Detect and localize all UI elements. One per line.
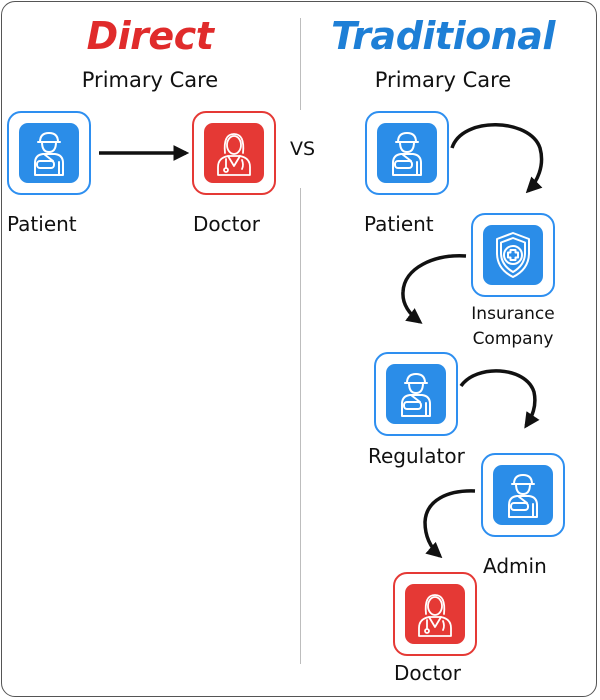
traditional-patient-node (365, 111, 449, 195)
arrow-admin-to-doctor (423, 489, 476, 559)
divider-bottom (300, 188, 301, 664)
traditional-doctor-label: Doctor (394, 661, 461, 685)
insurance-label-line1: Insurance (471, 304, 555, 324)
traditional-subtitle: Primary Care (374, 68, 512, 92)
regulator-node (374, 352, 458, 436)
arrow-insurance-to-regulator (401, 254, 467, 324)
regulator-label: Regulator (368, 444, 465, 468)
direct-doctor-label: Doctor (193, 212, 260, 236)
direct-title: Direct (86, 14, 214, 58)
divider-top (300, 18, 301, 110)
insurance-company-node (471, 213, 555, 297)
insurance-label-line2: Company (472, 329, 554, 349)
admin-node (481, 453, 565, 537)
direct-subtitle: Primary Care (81, 68, 219, 92)
vs-label: VS (288, 136, 318, 162)
traditional-title: Traditional (331, 14, 555, 58)
direct-patient-label: Patient (7, 212, 77, 236)
arrow-regulator-to-admin (459, 369, 540, 429)
traditional-patient-label: Patient (364, 212, 434, 236)
insurance-company-label: Insurance Company (455, 302, 571, 352)
direct-doctor-node (192, 111, 276, 195)
traditional-doctor-node (393, 572, 477, 656)
admin-label: Admin (483, 554, 547, 578)
direct-patient-node (7, 111, 91, 195)
arrow-patient-to-insurance (450, 123, 544, 194)
